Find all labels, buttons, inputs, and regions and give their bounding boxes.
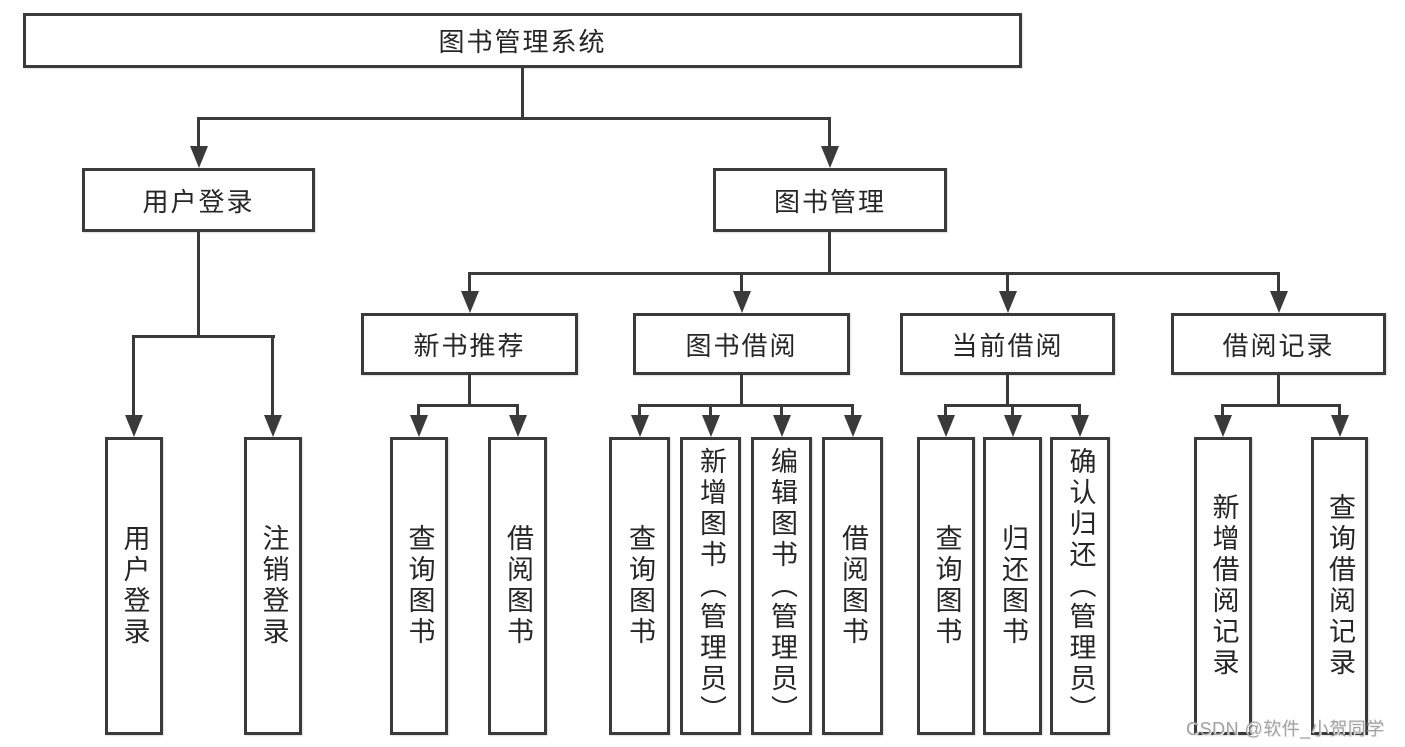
connector-line <box>1221 404 1224 417</box>
leaf-add-borrow-record: 新增借阅记录 <box>1194 437 1252 735</box>
arrowhead-down-icon <box>773 415 791 437</box>
arrowhead-down-icon <box>821 146 839 168</box>
leaf-borrow-books-borrowing-label: 借阅图书 <box>838 524 868 648</box>
leaf-query-books-recommend-label: 查询图书 <box>404 524 435 648</box>
connector-line <box>197 117 200 148</box>
leaf-user-login: 用户登录 <box>105 437 163 735</box>
connector-line <box>1221 404 1341 407</box>
arrowhead-down-icon <box>264 415 282 437</box>
node-current-borrowing-label: 当前借阅 <box>951 330 1064 361</box>
connector-line <box>521 68 524 118</box>
connector-line <box>197 232 200 337</box>
connector-line <box>197 117 831 120</box>
leaf-add-borrow-record-label: 新增借阅记录 <box>1208 493 1239 679</box>
node-book-borrowing-label: 图书借阅 <box>685 330 798 361</box>
connector-line <box>1277 272 1280 293</box>
connector-line <box>271 335 274 417</box>
leaf-edit-book-admin-label: 编辑图书（管理员） <box>767 446 797 726</box>
leaf-return-books: 归还图书 <box>983 437 1042 735</box>
arrowhead-down-icon <box>1270 291 1288 313</box>
arrowhead-down-icon <box>1214 415 1232 437</box>
connector-line <box>851 404 854 417</box>
arrowhead-down-icon <box>1004 415 1022 437</box>
arrowhead-down-icon <box>631 415 649 437</box>
connector-line <box>828 117 831 148</box>
node-borrowing-records: 借阅记录 <box>1171 313 1386 375</box>
leaf-edit-book-admin: 编辑图书（管理员） <box>751 437 812 735</box>
arrowhead-down-icon <box>410 415 428 437</box>
arrowhead-down-icon <box>844 415 862 437</box>
connector-line <box>1078 404 1081 417</box>
leaf-add-book-admin-label: 新增图书（管理员） <box>696 446 726 726</box>
arrowhead-down-icon <box>1331 415 1349 437</box>
connector-line <box>417 404 420 417</box>
node-library-system-label: 图书管理系统 <box>438 27 607 57</box>
node-book-management-label: 图书管理 <box>773 186 886 217</box>
connector-line <box>828 232 831 274</box>
connector-line <box>638 404 641 417</box>
arrowhead-down-icon <box>1071 415 1089 437</box>
node-user-login-label: 用户登录 <box>142 186 255 217</box>
leaf-confirm-return-admin-label: 确认归还（管理员） <box>1065 446 1096 726</box>
leaf-query-books-current-label: 查询图书 <box>931 524 962 648</box>
leaf-logout: 注销登录 <box>244 437 302 735</box>
leaf-query-books-current: 查询图书 <box>917 437 975 735</box>
connector-line <box>468 375 471 406</box>
leaf-borrow-books-borrowing: 借阅图书 <box>822 437 883 735</box>
arrowhead-down-icon <box>190 146 208 168</box>
arrowhead-down-icon <box>509 415 527 437</box>
connector-line <box>1006 375 1009 406</box>
node-book-borrowing: 图书借阅 <box>633 313 850 375</box>
node-new-book-recommendation: 新书推荐 <box>361 313 578 375</box>
node-library-system: 图书管理系统 <box>23 13 1022 68</box>
connector-line <box>1011 404 1014 417</box>
connector-line <box>1277 375 1280 406</box>
leaf-query-books-borrowing-label: 查询图书 <box>625 524 655 648</box>
arrowhead-down-icon <box>733 291 751 313</box>
leaf-query-borrow-record-label: 查询借阅记录 <box>1325 493 1355 679</box>
node-new-book-recommendation-label: 新书推荐 <box>413 330 526 361</box>
csdn-watermark: CSDN @软件_小贺同学 <box>1186 719 1385 739</box>
node-user-login: 用户登录 <box>82 168 315 232</box>
leaf-query-books-recommend: 查询图书 <box>390 437 448 735</box>
leaf-user-login-label: 用户登录 <box>119 524 150 648</box>
node-borrowing-records-label: 借阅记录 <box>1222 330 1335 361</box>
connector-line <box>709 404 712 417</box>
node-book-management: 图书管理 <box>713 168 947 232</box>
leaf-query-books-borrowing: 查询图书 <box>609 437 670 735</box>
leaf-confirm-return-admin: 确认归还（管理员） <box>1050 437 1110 735</box>
node-current-borrowing: 当前借阅 <box>900 313 1115 375</box>
arrowhead-down-icon <box>702 415 720 437</box>
connector-line <box>132 335 275 338</box>
arrowhead-down-icon <box>461 291 479 313</box>
connector-line <box>1006 272 1009 293</box>
connector-line <box>418 404 519 407</box>
arrowhead-down-icon <box>937 415 955 437</box>
connector-line <box>740 375 743 406</box>
leaf-borrow-books-recommend: 借阅图书 <box>488 437 547 735</box>
leaf-borrow-books-recommend-label: 借阅图书 <box>503 524 533 648</box>
connector-line <box>638 404 854 407</box>
leaf-logout-label: 注销登录 <box>258 524 289 648</box>
arrowhead-down-icon <box>999 291 1017 313</box>
connector-line <box>780 404 783 417</box>
arrowhead-down-icon <box>125 415 143 437</box>
connector-line <box>468 272 1280 275</box>
connector-line <box>468 272 471 293</box>
leaf-query-borrow-record: 查询借阅记录 <box>1311 437 1368 735</box>
leaf-add-book-admin: 新增图书（管理员） <box>680 437 741 735</box>
connector-line <box>132 335 135 417</box>
connector-line <box>516 404 519 417</box>
leaf-return-books-label: 归还图书 <box>998 524 1028 648</box>
connector-line <box>740 272 743 293</box>
connector-line <box>1338 404 1341 417</box>
connector-line <box>944 404 947 417</box>
